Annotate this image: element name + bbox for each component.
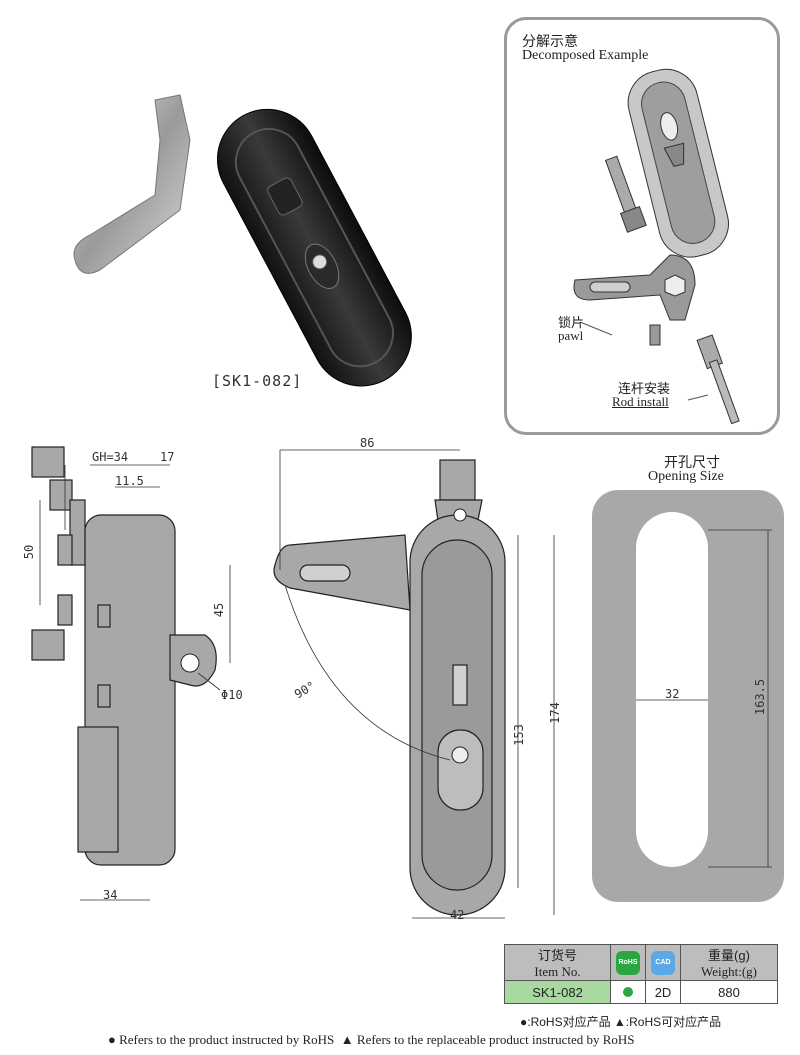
opening-title-cn: 开孔尺寸 xyxy=(664,454,720,470)
product-photo xyxy=(60,80,460,400)
model-label: [SK1-082] xyxy=(212,372,303,390)
decomposed-title-en: Decomposed Example xyxy=(522,48,649,63)
rod-label-cn: 连杆安装 xyxy=(618,381,671,396)
dim-34: 34 xyxy=(103,888,118,902)
table-row: SK1-082 2D 880 xyxy=(504,980,778,1004)
handle-photo-graphic xyxy=(73,94,412,387)
opening-width: 32 xyxy=(665,687,680,701)
decomposed-example-panel xyxy=(504,17,780,435)
side-view-drawing xyxy=(31,446,231,901)
dim-phi10: Φ10 xyxy=(221,688,243,702)
cad-icon: CAD xyxy=(651,950,675,975)
cell-cad: 2D xyxy=(645,980,681,1004)
cell-weight: 880 xyxy=(680,980,778,1004)
header-weight: 重量(g) Weight:(g) xyxy=(680,944,778,981)
dim-42: 42 xyxy=(450,908,465,922)
pawl-label-en: pawl xyxy=(558,328,584,343)
header-item-no: 订货号 Item No. xyxy=(504,944,611,981)
header-cad: CAD xyxy=(645,944,681,981)
rohs-dot-icon xyxy=(623,986,633,997)
dim-17: 17 xyxy=(160,450,175,464)
legend-line-1: ●:RoHS对应产品 ▲:RoHS可对应产品 xyxy=(520,1015,722,1029)
exploded-parts-graphic xyxy=(573,68,740,425)
header-rohs: RoHS xyxy=(610,944,646,981)
opening-height: 163.5 xyxy=(753,678,768,716)
dim-174: 174 xyxy=(547,702,562,724)
pawl-label-cn: 锁片 xyxy=(558,315,585,330)
decomposed-title-cn: 分解示意 xyxy=(522,33,578,49)
cell-rohs xyxy=(610,980,646,1004)
dim-11-5: 11.5 xyxy=(115,474,144,488)
opening-size-drawing xyxy=(592,490,784,902)
dim-45: 45 xyxy=(212,602,227,618)
opening-title-en: Opening Size xyxy=(648,469,724,484)
dim-gh: GH=34 xyxy=(92,450,129,464)
dim-50: 50 xyxy=(22,544,37,560)
cell-item-no: SK1-082 xyxy=(504,980,611,1004)
front-view-drawing xyxy=(273,449,555,919)
order-table: 订货号 Item No. RoHS CAD 重量(g) Weight:(g) S… xyxy=(504,944,778,1004)
rod-label-en: Rod install xyxy=(612,394,669,409)
legend-line-2: ● Refers to the product instructed by Ro… xyxy=(108,1032,635,1047)
rohs-leaf-icon: RoHS xyxy=(616,950,640,975)
dim-86: 86 xyxy=(360,436,375,450)
dim-153: 153 xyxy=(511,724,526,746)
